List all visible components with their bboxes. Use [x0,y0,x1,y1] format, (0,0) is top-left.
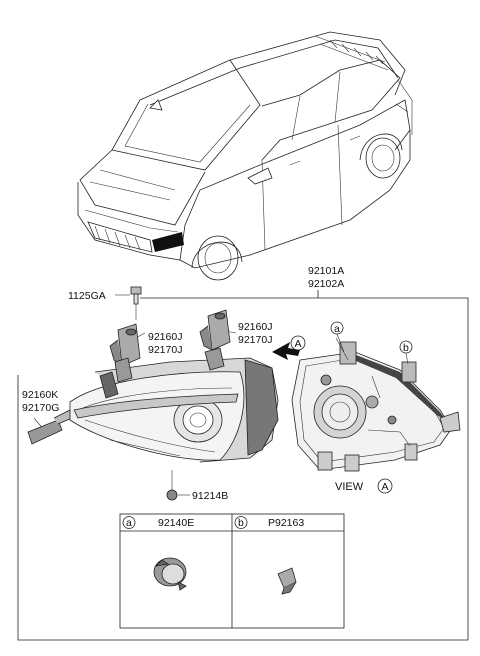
label-bracket-left-2: 92170J [148,344,182,356]
table-col-a-letter: a [126,517,132,529]
label-bulb-cap: 91214B [192,490,228,502]
socket-ring-icon [153,557,187,591]
side-bracket-icon [27,409,73,445]
sub-parts-table: a 92140E b P92163 [119,513,345,629]
screw-icon [130,286,142,305]
label-bracket-right-1: 92160J [238,321,272,333]
table-col-b-letter: b [238,517,244,529]
label-side-bracket-2: 92170G [22,402,59,414]
clip-icon [277,567,297,595]
label-bracket-left-1: 92160J [148,331,182,343]
car-outline-icon [77,31,413,281]
label-bracket-right-2: 92170J [238,334,272,346]
detail-b-letter: b [403,342,409,354]
label-side-bracket-1: 92160K [22,389,58,401]
bracket-left-icon [109,323,141,367]
bracket-right-icon [199,309,231,351]
rear-view-icon [291,321,461,472]
view-caption-letter: A [382,481,389,493]
table-col-b-part: P92163 [268,517,304,529]
view-callout-letter: A [295,338,302,350]
detail-a-letter: a [334,323,340,335]
label-assembly-2: 92102A [308,278,344,290]
headlamp-icon [69,347,279,463]
label-screw: 1125GA [68,290,106,302]
table-col-a-part: 92140E [158,517,194,529]
headlamp-highlight [152,232,184,252]
label-assembly-1: 92101A [308,265,344,277]
view-caption: VIEW [335,481,364,493]
bulb-cap-icon [166,489,178,501]
arrow-icon [272,335,306,360]
